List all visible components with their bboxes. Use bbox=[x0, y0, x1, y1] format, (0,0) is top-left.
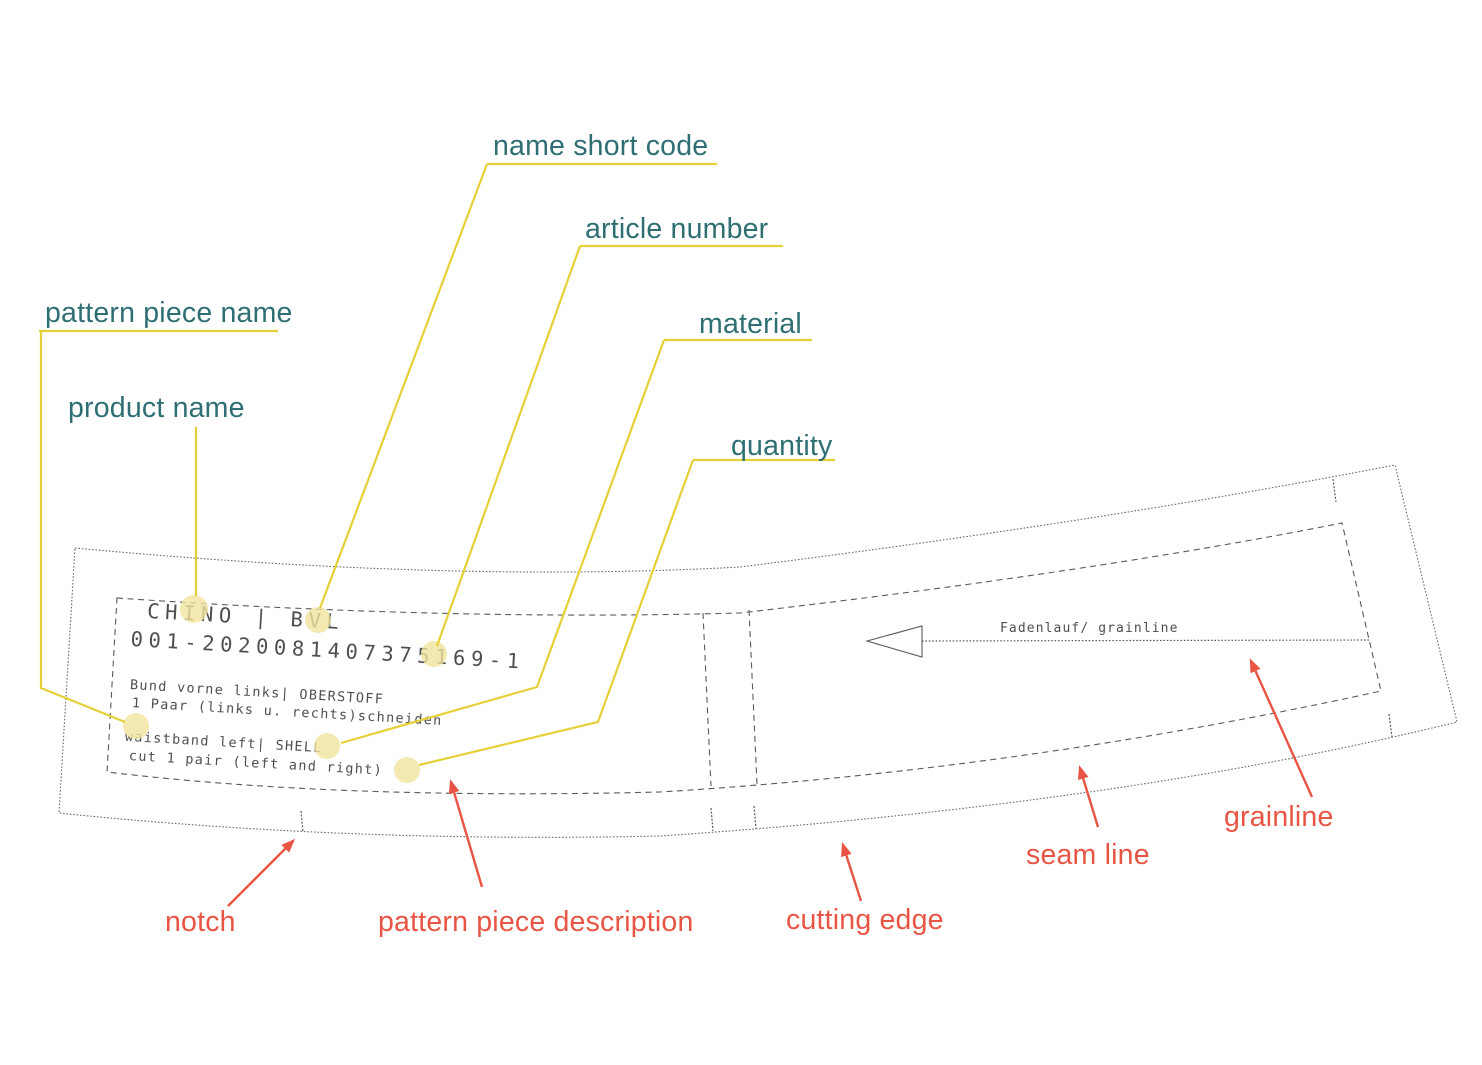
callout-cutting-edge: cutting edge bbox=[786, 904, 944, 936]
callout-quantity: quantity bbox=[731, 430, 833, 462]
grainline-arrow bbox=[1249, 658, 1314, 798]
highlight-dot-quantity bbox=[394, 757, 420, 783]
callout-article-number: article number bbox=[585, 213, 769, 245]
seam-line-arrow bbox=[1077, 765, 1100, 828]
highlight-dot-material bbox=[314, 733, 340, 759]
article-number-leader-line bbox=[435, 245, 582, 647]
notch-arrow bbox=[227, 838, 296, 907]
callout-grainline: grainline bbox=[1224, 801, 1334, 833]
highlight-dot-short-code bbox=[305, 607, 331, 633]
callout-pattern-piece-description: pattern piece description bbox=[378, 906, 694, 938]
internal-placement-line bbox=[702, 612, 712, 787]
callout-pattern-piece-name: pattern piece name bbox=[45, 297, 293, 329]
grainline-line bbox=[921, 639, 1370, 642]
quantity-leader-line bbox=[418, 459, 695, 767]
grainline-caption-text: Fadenlauf/ grainline bbox=[1000, 621, 1179, 636]
notch-tick bbox=[300, 810, 304, 833]
pattern-piece-name-leader-line bbox=[39, 331, 126, 724]
callout-seam-line: seam line bbox=[1026, 839, 1150, 871]
name-short-code-leader-line bbox=[318, 163, 489, 609]
notch-tick bbox=[1332, 478, 1337, 503]
internal-placement-line bbox=[748, 609, 758, 785]
highlight-dots bbox=[123, 595, 447, 783]
cutting-edge-arrow bbox=[841, 842, 863, 902]
highlight-dot-product-name bbox=[180, 595, 208, 623]
notch-marks bbox=[300, 478, 1393, 833]
notch-tick bbox=[710, 807, 714, 832]
grainline-arrow-icon bbox=[864, 625, 923, 658]
highlight-dot-article-number bbox=[421, 641, 447, 667]
cutting-edge-outline bbox=[58, 464, 1458, 838]
red-annotation-arrows bbox=[227, 658, 1314, 907]
notch-tick bbox=[1388, 713, 1393, 738]
callout-notch: notch bbox=[165, 906, 236, 938]
highlight-dot-piece-name bbox=[123, 713, 149, 739]
callout-name-short-code: name short code bbox=[493, 130, 709, 162]
notch-tick bbox=[753, 805, 757, 830]
pattern-piece-description-arrow bbox=[448, 779, 484, 888]
callout-material: material bbox=[699, 308, 802, 340]
grainline-mark bbox=[864, 625, 1370, 658]
yellow-leader-lines bbox=[39, 162, 835, 767]
material-leader-line bbox=[340, 339, 666, 745]
callout-product-name: product name bbox=[68, 392, 245, 424]
seam-line-path bbox=[106, 522, 1382, 795]
